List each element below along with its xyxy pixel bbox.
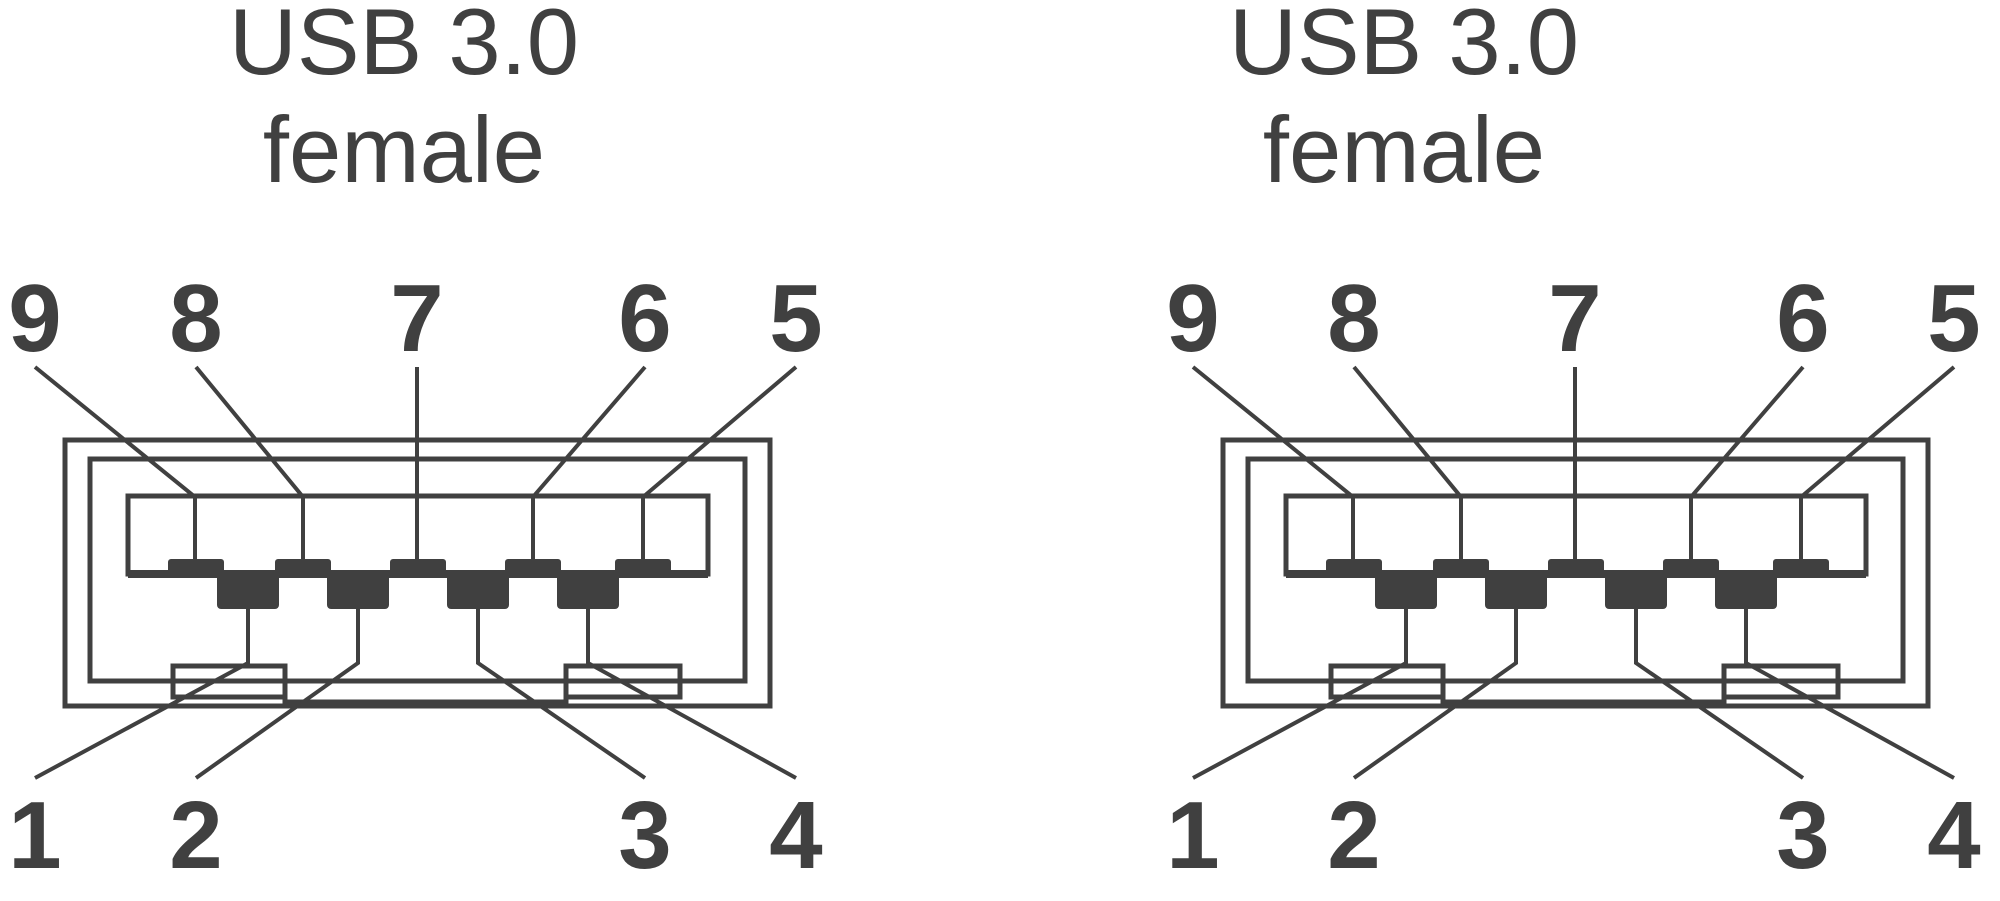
leader-9 xyxy=(33,365,197,559)
pad-7 xyxy=(390,559,446,574)
pin-label-3: 3 xyxy=(618,782,671,889)
leader-2 xyxy=(194,609,360,780)
leader-1 xyxy=(1192,609,1408,780)
connector-title: USB 3.0 female xyxy=(0,0,808,204)
leader-4 xyxy=(586,609,797,780)
pad-9 xyxy=(168,559,224,574)
leader-4 xyxy=(1744,609,1955,780)
pad-6 xyxy=(505,559,561,574)
pad-5 xyxy=(615,559,671,574)
socket-left-notch xyxy=(1328,681,1443,700)
pin-label-2: 2 xyxy=(1327,782,1380,889)
pad-8 xyxy=(1433,559,1489,574)
leader-1 xyxy=(34,609,250,780)
pin-label-4: 4 xyxy=(1927,782,1980,889)
socket-lower-rim xyxy=(1245,459,1903,705)
leader-3 xyxy=(1634,609,1805,780)
pin-label-5: 5 xyxy=(769,265,822,372)
connector-diagram-right: USB 3.0 female xyxy=(1000,0,2000,901)
pad-8 xyxy=(275,559,331,574)
pad-3 xyxy=(447,572,509,609)
pad-2 xyxy=(327,572,389,609)
leader-5 xyxy=(641,365,798,559)
socket-lower-rim xyxy=(87,459,745,705)
leader-8 xyxy=(1352,365,1463,559)
leader-2 xyxy=(1352,609,1518,780)
connector-title-line1: USB 3.0 xyxy=(1228,0,1580,94)
pin-labels: 9 8 7 6 5 1 2 3 4 xyxy=(1166,265,1980,889)
pin-label-7: 7 xyxy=(390,265,443,372)
connector-title-line1: USB 3.0 xyxy=(228,0,580,94)
leader-6 xyxy=(1689,365,1805,559)
pad-1 xyxy=(1375,572,1437,609)
pin-labels: 9 8 7 6 5 1 2 3 4 xyxy=(8,265,822,889)
socket-right-notch xyxy=(566,681,683,700)
pad-2 xyxy=(1485,572,1547,609)
connector-title-line2: female xyxy=(1262,97,1546,202)
pin-label-3: 3 xyxy=(1776,782,1829,889)
connector-title-line2: female xyxy=(262,97,546,202)
leader-lines xyxy=(33,365,798,780)
leader-lines xyxy=(1191,365,1956,780)
leader-6 xyxy=(531,365,647,559)
leader-9 xyxy=(1191,365,1355,559)
pin-label-6: 6 xyxy=(1776,265,1829,372)
pad-4 xyxy=(557,572,619,609)
pad-1 xyxy=(217,572,279,609)
usb-socket-drawing: 9 8 7 6 5 1 2 3 4 xyxy=(1166,265,1980,889)
pin-label-6: 6 xyxy=(618,265,671,372)
socket-left-notch xyxy=(170,681,285,700)
pin-label-2: 2 xyxy=(169,782,222,889)
leader-3 xyxy=(476,609,647,780)
pin-label-4: 4 xyxy=(769,782,822,889)
pin-label-9: 9 xyxy=(1166,265,1219,372)
pin-label-7: 7 xyxy=(1548,265,1601,372)
usb-socket-drawing: 9 8 7 6 5 1 2 3 4 xyxy=(8,265,822,889)
leader-5 xyxy=(1799,365,1956,559)
pin-label-1: 1 xyxy=(1166,782,1219,889)
contact-pads xyxy=(168,559,671,609)
pad-5 xyxy=(1773,559,1829,574)
pad-3 xyxy=(1605,572,1667,609)
pin-label-8: 8 xyxy=(169,265,222,372)
pad-7 xyxy=(1548,559,1604,574)
contact-pads xyxy=(1326,559,1829,609)
pad-6 xyxy=(1663,559,1719,574)
connector-title: USB 3.0 female xyxy=(1000,0,1808,204)
pin-label-8: 8 xyxy=(1327,265,1380,372)
leader-8 xyxy=(194,365,305,559)
pin-label-1: 1 xyxy=(8,782,61,889)
pad-9 xyxy=(1326,559,1382,574)
pin-label-9: 9 xyxy=(8,265,61,372)
pin-label-5: 5 xyxy=(1927,265,1980,372)
pad-4 xyxy=(1715,572,1777,609)
connector-diagram-left: USB 3.0 female xyxy=(0,0,822,889)
socket-right-notch xyxy=(1724,681,1841,700)
